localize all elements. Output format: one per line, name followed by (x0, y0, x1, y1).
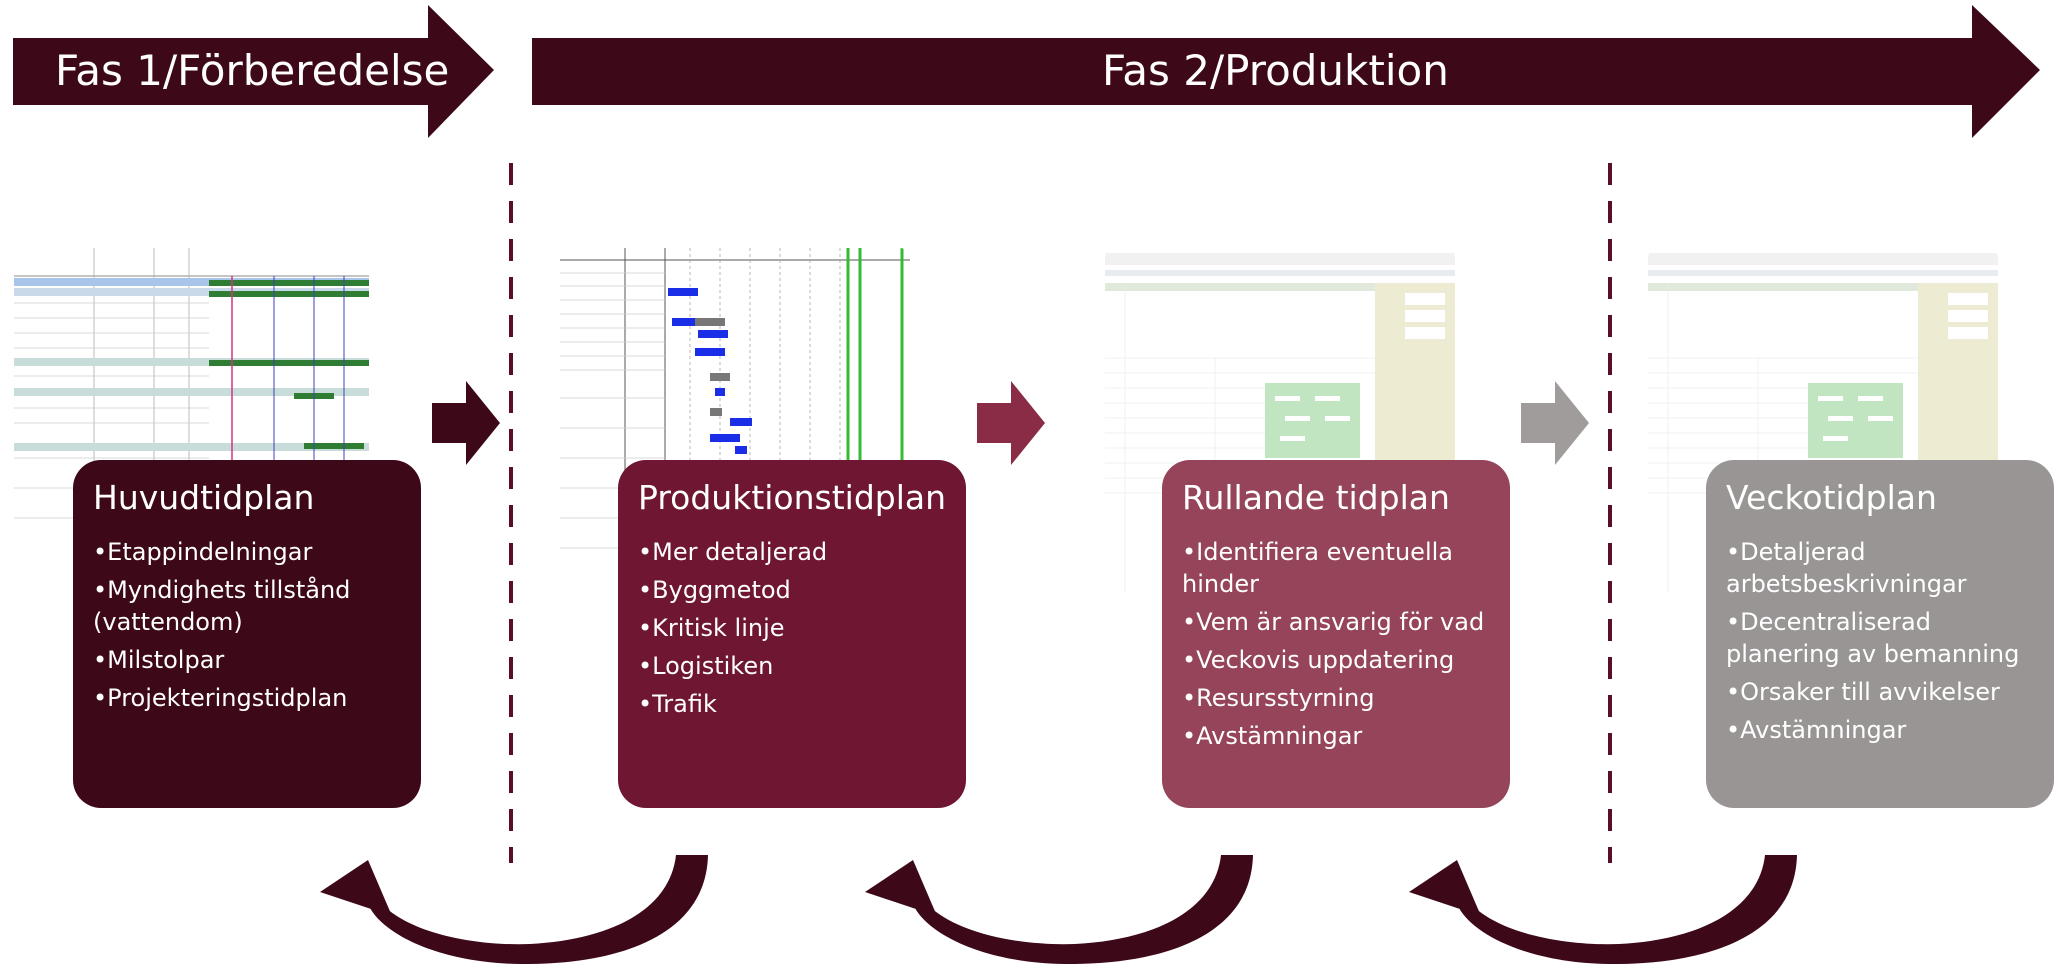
list-item: •Detaljerad arbetsbeskrivningar (1726, 536, 2034, 600)
list-item-text: Myndighets tillstånd (vattendom) (93, 575, 351, 636)
list-item-text: Orsaker till avvikelser (1740, 677, 2000, 706)
list-item: •Projekteringstidplan (93, 682, 401, 714)
list-item-text: Milstolpar (107, 645, 225, 674)
feedback-arrow-3 (1409, 855, 1797, 964)
list-item: •Avstämningar (1726, 714, 2034, 746)
bullet: • (1726, 715, 1741, 744)
list-item-text: Avstämningar (1740, 715, 1907, 744)
list-item: •Logistiken (638, 650, 946, 682)
phase-1-label: Fas 1/Förberedelse (55, 46, 450, 95)
bullet: • (1726, 537, 1741, 566)
list-item: •Mer detaljerad (638, 536, 946, 568)
bullet: • (1182, 683, 1197, 712)
card-item-list: •Identifiera eventuella hinder •Vem är a… (1182, 536, 1490, 752)
bullet: • (638, 575, 653, 604)
list-item: •Byggmetod (638, 574, 946, 606)
card-rullande-tidplan: Rullande tidplan •Identifiera eventuella… (1162, 460, 1510, 808)
list-item: •Resursstyrning (1182, 682, 1490, 714)
card-produktionstidplan: Produktionstidplan •Mer detaljerad •Bygg… (618, 460, 966, 808)
feedback-arrow-2 (865, 855, 1253, 964)
stage-arrow-3 (1521, 381, 1589, 465)
list-item-text: Etappindelningar (107, 537, 313, 566)
feedback-arrows (320, 855, 1797, 964)
feedback-arrow-1 (320, 855, 708, 964)
list-item-text: Projekteringstidplan (107, 683, 348, 712)
card-title: Rullande tidplan (1182, 478, 1450, 517)
bullet: • (93, 537, 108, 566)
list-item: •Milstolpar (93, 644, 401, 676)
list-item-text: Veckovis uppdatering (1196, 645, 1455, 674)
stage-arrow-1 (432, 381, 500, 465)
list-item-text: Avstämningar (1196, 721, 1363, 750)
card-item-list: •Etappindelningar •Myndighets tillstånd … (93, 536, 401, 714)
list-item-text: Logistiken (652, 651, 774, 680)
list-item: •Etappindelningar (93, 536, 401, 568)
bullet: • (1726, 677, 1741, 706)
phase-arrows (13, 5, 2040, 138)
bullet: • (1182, 645, 1197, 674)
bullet: • (638, 689, 653, 718)
bullet: • (1182, 537, 1197, 566)
bullet: • (93, 683, 108, 712)
stage-arrow-2 (977, 381, 1045, 465)
list-item-text: Kritisk linje (652, 613, 785, 642)
list-item-text: Decentraliserad planering av bemanning (1726, 607, 2020, 668)
card-huvudtidplan: Huvudtidplan •Etappindelningar •Myndighe… (73, 460, 421, 808)
phase-1-arrow (13, 5, 494, 138)
card-item-list: •Detaljerad arbetsbeskrivningar •Decentr… (1726, 536, 2034, 746)
rolling-divider (1608, 163, 1612, 863)
list-item: •Avstämningar (1182, 720, 1490, 752)
list-item-text: Byggmetod (652, 575, 791, 604)
bullet: • (638, 613, 653, 642)
list-item: •Trafik (638, 688, 946, 720)
bullet: • (1726, 607, 1741, 636)
card-veckotidplan: Veckotidplan •Detaljerad arbetsbeskrivni… (1706, 460, 2054, 808)
phase-divider (509, 163, 513, 863)
phase-2-label: Fas 2/Produktion (1102, 46, 1449, 95)
bullet: • (638, 537, 653, 566)
list-item-text: Mer detaljerad (652, 537, 828, 566)
list-item: •Vem är ansvarig för vad (1182, 606, 1490, 638)
card-item-list: •Mer detaljerad •Byggmetod •Kritisk linj… (638, 536, 946, 720)
card-title: Produktionstidplan (638, 478, 947, 517)
card-title: Veckotidplan (1726, 478, 1937, 517)
bullet: • (1182, 607, 1197, 636)
list-item: •Decentraliserad planering av bemanning (1726, 606, 2034, 670)
list-item: •Identifiera eventuella hinder (1182, 536, 1490, 600)
list-item-text: Resursstyrning (1196, 683, 1375, 712)
list-item: •Myndighets tillstånd (vattendom) (93, 574, 401, 638)
list-item: •Veckovis uppdatering (1182, 644, 1490, 676)
list-item-text: Trafik (652, 689, 717, 718)
list-item: •Orsaker till avvikelser (1726, 676, 2034, 708)
bullet: • (93, 575, 108, 604)
bullet: • (638, 651, 653, 680)
bullet: • (93, 645, 108, 674)
list-item: •Kritisk linje (638, 612, 946, 644)
list-item-text: Vem är ansvarig för vad (1196, 607, 1485, 636)
phase-2-arrow (532, 5, 2040, 138)
list-item-text: Identifiera eventuella hinder (1182, 537, 1453, 598)
card-title: Huvudtidplan (93, 478, 315, 517)
list-item-text: Detaljerad arbetsbeskrivningar (1726, 537, 1967, 598)
bullet: • (1182, 721, 1197, 750)
